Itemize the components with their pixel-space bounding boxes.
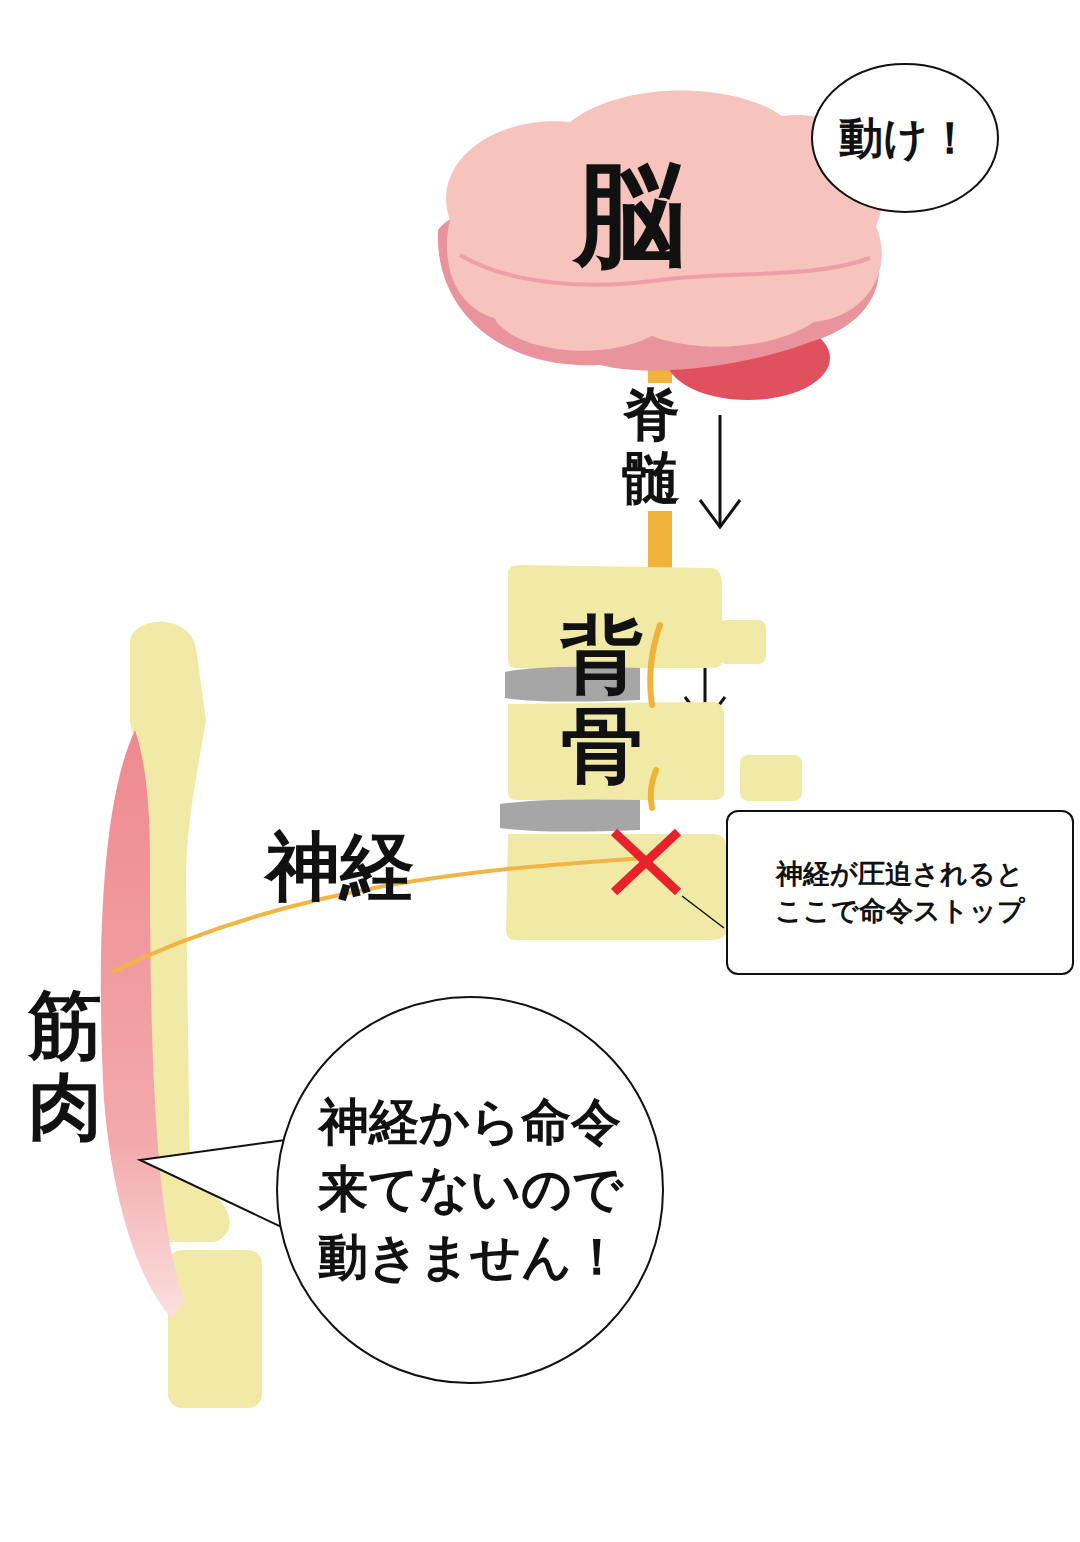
intervertebral-disc (500, 800, 640, 832)
bubble-tail (140, 1138, 300, 1232)
down-arrow (719, 415, 722, 525)
forearm-bone (168, 1250, 262, 1408)
speech-bubble: 神経から命令 来てないので 動きません！ (275, 995, 665, 1385)
part-name: 筋肉 (28, 985, 102, 1148)
node-text: 神経が圧迫されると ここで命令ストップ (770, 856, 1029, 929)
part-name: 脊髄 (622, 383, 680, 511)
bubble-outline (812, 64, 998, 212)
block-mark (614, 832, 678, 892)
spine: 背骨 (505, 565, 720, 940)
speech-bubble: 動け！ (810, 62, 1000, 214)
nerve-canal (650, 625, 660, 705)
part-name: 神経 (266, 818, 414, 918)
block-mark (614, 832, 678, 892)
node-text: 動け！ (839, 108, 972, 167)
spinous-process (718, 620, 766, 664)
bubble-outline (277, 997, 663, 1383)
node-text: 脳 (574, 139, 686, 290)
nerve-canal (651, 770, 656, 808)
callout-box: 神経が圧迫されると ここで命令ストップ (726, 810, 1074, 975)
spinous-process (740, 755, 802, 801)
muscle (101, 730, 184, 1318)
arrow-head (700, 500, 740, 527)
node-text: 背骨 (561, 610, 643, 790)
leader-line (682, 896, 724, 928)
node-text: 神経から命令 来てないので 動きません！ (313, 1089, 628, 1292)
